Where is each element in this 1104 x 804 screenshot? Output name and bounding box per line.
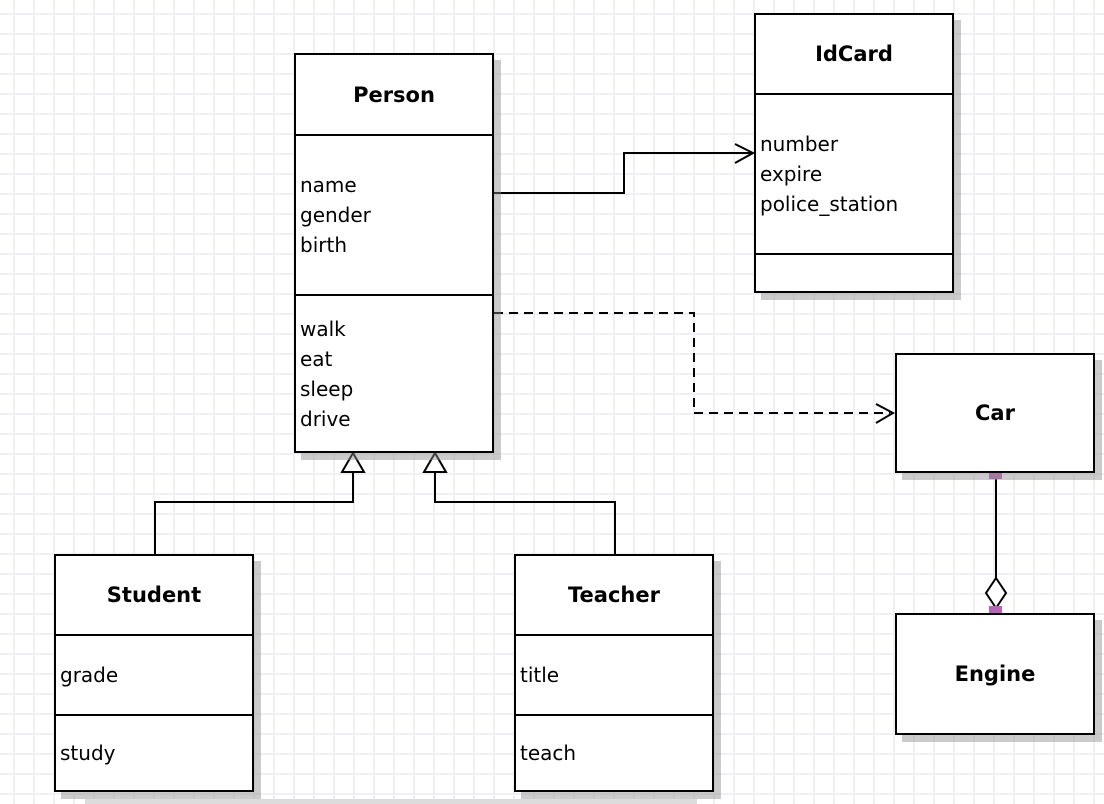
class-idcard-attributes: number expire police_station	[756, 95, 952, 255]
class-student-attributes: grade	[56, 636, 252, 716]
aggregation-diamond-icon	[984, 576, 1008, 610]
class-person[interactable]: Person name gender birth walk eat sleep …	[294, 53, 494, 453]
method: study	[60, 741, 116, 765]
attribute: title	[520, 663, 560, 687]
class-student-title: Student	[56, 556, 252, 636]
edge-teacher-person[interactable]	[422, 451, 616, 555]
class-idcard-methods	[756, 255, 952, 291]
edge-student-person[interactable]	[154, 451, 366, 555]
class-person-title: Person	[296, 55, 492, 136]
method: drive	[300, 406, 351, 431]
class-student-methods: study	[56, 716, 252, 790]
attribute: grade	[60, 663, 119, 687]
edge-car-engine[interactable]	[984, 466, 1008, 619]
class-idcard[interactable]: IdCard number expire police_station	[754, 13, 954, 293]
inheritance-triangle-icon	[422, 451, 448, 473]
class-person-attributes: name gender birth	[296, 136, 492, 296]
page-edge-shadow	[85, 799, 697, 804]
class-car-title: Car	[975, 401, 1015, 425]
class-engine[interactable]: Engine	[895, 613, 1095, 735]
class-teacher-attributes: title	[516, 636, 712, 716]
class-teacher[interactable]: Teacher title teach	[514, 554, 714, 792]
method: eat	[300, 346, 333, 371]
class-car[interactable]: Car	[895, 353, 1095, 473]
class-student[interactable]: Student grade study	[54, 554, 254, 792]
class-person-methods: walk eat sleep drive	[296, 296, 492, 451]
class-idcard-title: IdCard	[756, 15, 952, 95]
attribute: gender	[300, 203, 371, 227]
method: walk	[300, 316, 346, 341]
method: teach	[520, 741, 577, 765]
attribute: number	[760, 132, 839, 156]
class-teacher-title: Teacher	[516, 556, 712, 636]
class-engine-title: Engine	[954, 662, 1036, 686]
attribute: name	[300, 173, 357, 197]
attribute: police_station	[760, 192, 899, 216]
edge-person-car[interactable]	[494, 312, 896, 424]
method: sleep	[300, 376, 354, 401]
open-arrowhead-icon	[734, 143, 756, 164]
attribute: birth	[300, 233, 347, 257]
attribute: expire	[760, 162, 823, 186]
class-teacher-methods: teach	[516, 716, 712, 790]
open-arrowhead-icon	[875, 403, 896, 424]
edge-person-idcard[interactable]	[494, 143, 756, 194]
inheritance-triangle-icon	[340, 451, 366, 473]
